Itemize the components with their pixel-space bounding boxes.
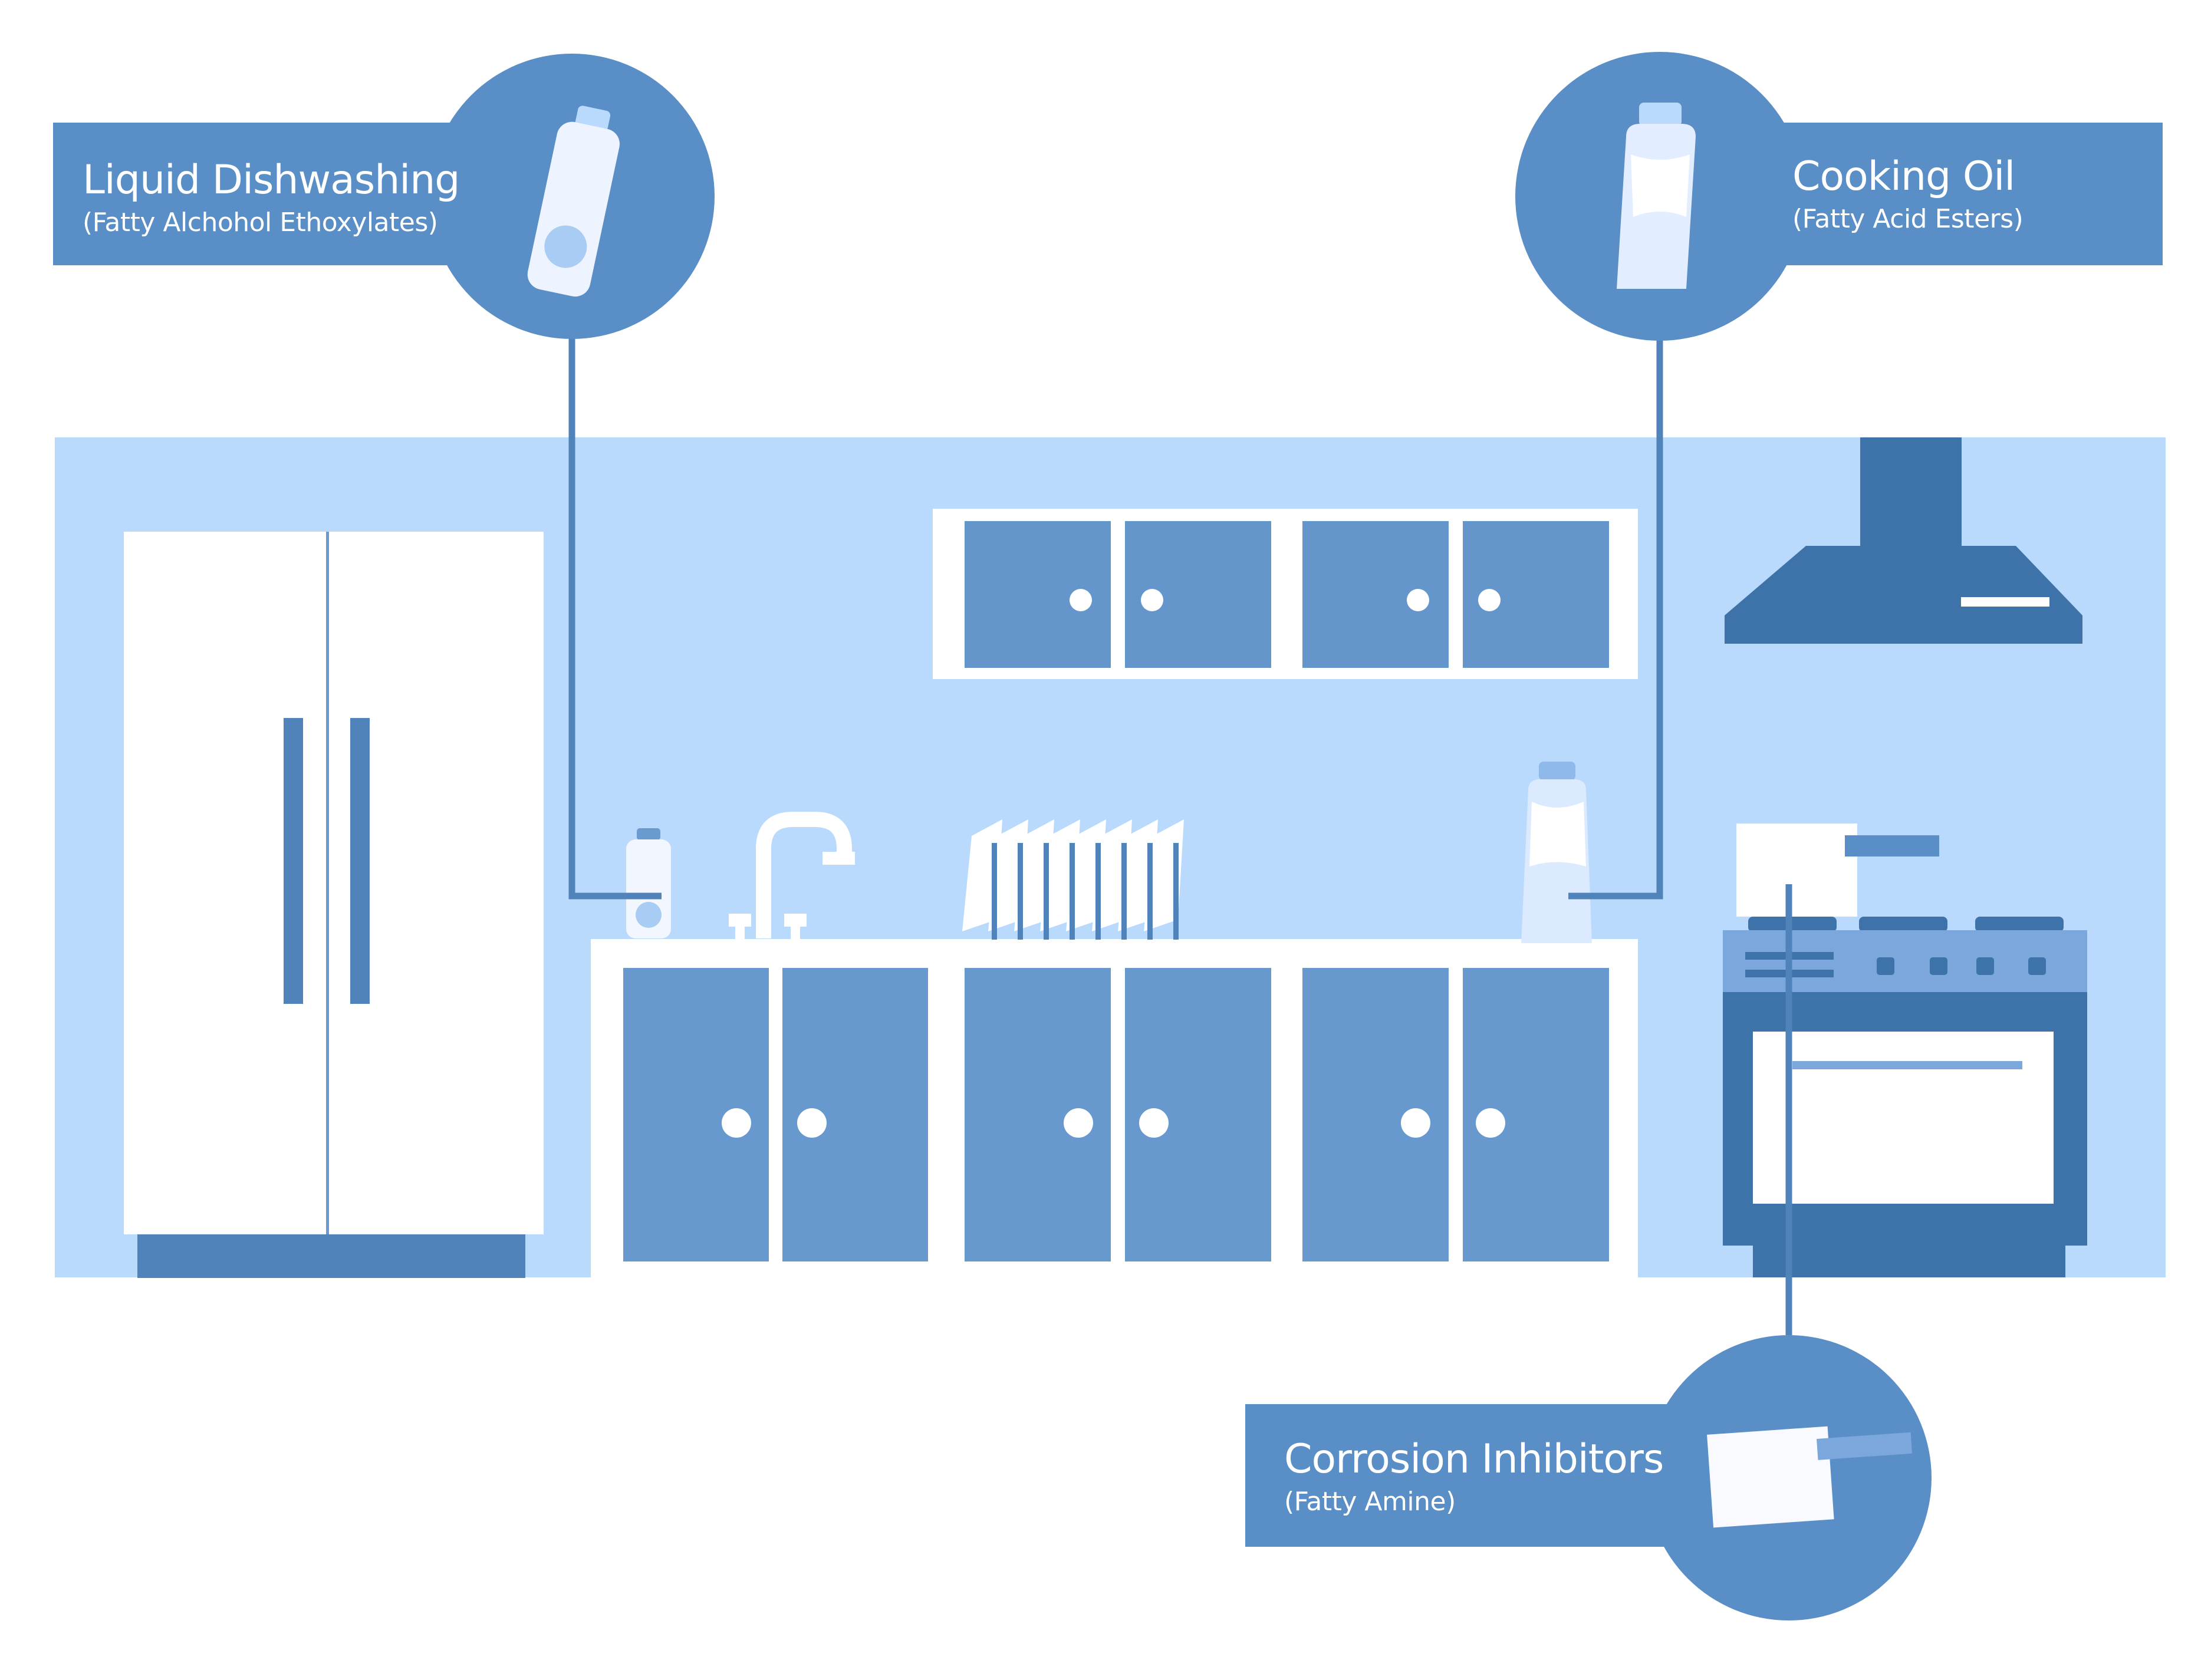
callout-cooking-oil: [1515, 52, 2163, 341]
metal-box-icon: [1707, 1426, 1913, 1528]
callout-subtitle: (Fatty Acid Esters): [1792, 204, 2024, 234]
oil-bottle-icon: [1617, 103, 1696, 289]
callout-dishwashing: [53, 54, 715, 339]
callout-corrosion-label: Corrosion Inhibitors (Fatty Amine): [1284, 1436, 1664, 1517]
refrigerator: [124, 532, 544, 1278]
fridge-handle-right: [350, 718, 370, 1004]
callout-subtitle: (Fatty Alchohol Ethoxylates): [83, 207, 438, 238]
faucet: [729, 812, 855, 940]
stove: [1723, 823, 2087, 1277]
dish-rack: [962, 819, 1184, 940]
connector-dishwashing: [568, 337, 662, 900]
dish-soap-bottle: [626, 828, 671, 938]
base-cabinets: [591, 939, 1638, 1277]
callout-title: Corrosion Inhibitors: [1284, 1436, 1664, 1483]
fridge-handle-left: [284, 718, 303, 1004]
connector-lines: [568, 337, 1792, 1335]
range-hood: [1725, 437, 2082, 644]
callout-subtitle: (Fatty Amine): [1284, 1487, 1456, 1517]
upper-cabinets: [933, 509, 1638, 679]
cooking-oil-bottle: [1521, 762, 1592, 943]
callout-title: Cooking Oil: [1792, 153, 2015, 200]
callout-corrosion: [1245, 1335, 1932, 1620]
callout-cooking-oil-label: Cooking Oil (Fatty Acid Esters): [1792, 153, 2024, 234]
dish-soap-bottle-icon: [527, 106, 620, 297]
connector-cooking-oil: [1568, 337, 1663, 900]
callout-dishwashing-label: Liquid Dishwashing (Fatty Alchohol Ethox…: [83, 157, 460, 238]
callout-title: Liquid Dishwashing: [83, 157, 460, 203]
